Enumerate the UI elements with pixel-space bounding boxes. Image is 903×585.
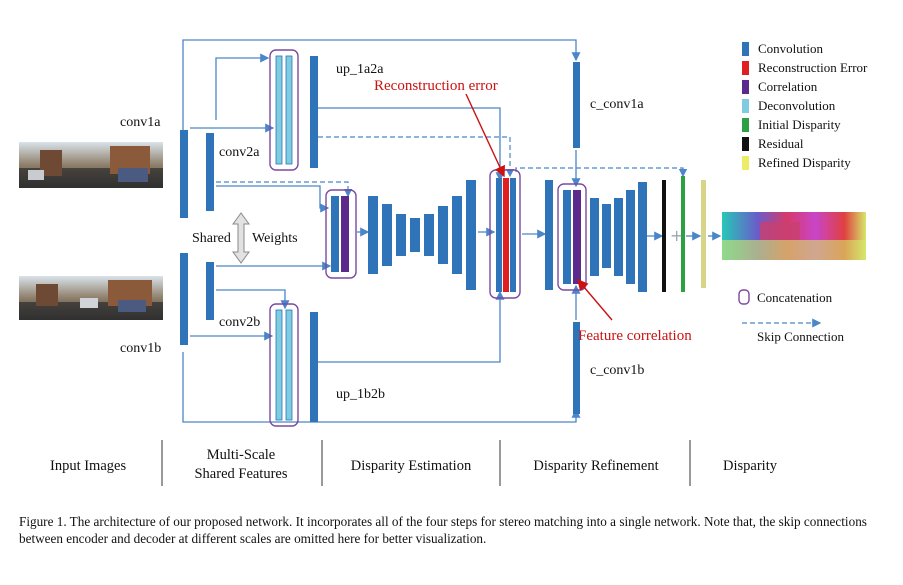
legend-label: Reconstruction Error bbox=[758, 60, 868, 75]
legend-swatch bbox=[742, 42, 749, 56]
label-c-conv1b: c_conv1b bbox=[590, 363, 644, 378]
label-c-conv1a: c_conv1a bbox=[590, 97, 644, 112]
shared-weights-arrow-icon bbox=[232, 212, 250, 264]
figure-caption: Figure 1. The architecture of our propos… bbox=[19, 514, 867, 546]
corr-arrow bbox=[577, 278, 613, 321]
conv1a-block bbox=[180, 130, 188, 218]
input-image-right bbox=[19, 276, 163, 320]
stage-disparity: Disparity bbox=[723, 458, 778, 474]
stage-multi-scale-line1: Multi-Scale bbox=[207, 447, 275, 463]
label-conv2a: conv2a bbox=[219, 145, 260, 160]
stage-disparity-estimation: Disparity Estimation bbox=[351, 458, 472, 474]
concat-reconstruction bbox=[489, 169, 521, 299]
refined-disparity-block bbox=[701, 180, 706, 288]
legend-label: Deconvolution bbox=[758, 98, 836, 113]
legend-swatch bbox=[742, 118, 749, 132]
up_1a2a-block bbox=[310, 56, 318, 168]
annotation-feature-correlation: Feature correlation bbox=[578, 328, 692, 344]
label-weights: Weights bbox=[252, 231, 298, 246]
concat-upper bbox=[269, 49, 299, 171]
conv2b-block bbox=[206, 262, 214, 320]
recon-arrow bbox=[465, 93, 505, 178]
refinement-encoder-decoder bbox=[590, 182, 647, 292]
input-image-left bbox=[19, 142, 163, 188]
label-conv1b: conv1b bbox=[120, 341, 161, 356]
stage-input-images: Input Images bbox=[50, 458, 126, 474]
concat-refinement bbox=[557, 183, 587, 291]
concat-correlation bbox=[325, 189, 357, 279]
disparity-map bbox=[722, 212, 866, 260]
legend-swatch bbox=[742, 156, 749, 170]
legend-label: Initial Disparity bbox=[758, 117, 841, 132]
legend-label: Convolution bbox=[758, 41, 824, 56]
concatenation-icon bbox=[738, 289, 750, 305]
conv2a-block bbox=[206, 133, 214, 211]
label-up-1a2a: up_1a2a bbox=[336, 62, 384, 77]
legend-skip-connection: Skip Connection bbox=[757, 329, 845, 344]
up_1b2b-block bbox=[310, 312, 318, 422]
legend-swatch bbox=[742, 61, 749, 75]
encoder-decoder bbox=[368, 180, 476, 290]
legend-label: Residual bbox=[758, 136, 804, 151]
legend-swatch bbox=[742, 99, 749, 113]
legend-swatch bbox=[742, 80, 749, 94]
legend-label: Refined Disparity bbox=[758, 155, 851, 170]
annotation-reconstruction-error: Reconstruction error bbox=[374, 78, 498, 94]
initial-disparity-block bbox=[681, 176, 685, 292]
label-up-1b2b: up_1b2b bbox=[336, 387, 385, 402]
legend-label: Correlation bbox=[758, 79, 818, 94]
concat-lower bbox=[269, 303, 299, 427]
label-conv2b: conv2b bbox=[219, 315, 260, 330]
legend-swatch bbox=[742, 137, 749, 151]
stage-multi-scale-line2: Shared Features bbox=[194, 466, 287, 482]
label-conv1a: conv1a bbox=[120, 115, 161, 130]
label-shared: Shared bbox=[192, 231, 231, 246]
conv1b-block bbox=[180, 253, 188, 345]
c_conv1b-block bbox=[573, 322, 580, 414]
legend-concatenation: Concatenation bbox=[757, 290, 833, 305]
residual-block bbox=[662, 180, 666, 292]
plus-icon: + bbox=[670, 226, 683, 245]
stage-disparity-refinement: Disparity Refinement bbox=[533, 458, 658, 474]
c_conv1a-block bbox=[573, 62, 580, 148]
stage-dividers bbox=[161, 440, 691, 486]
